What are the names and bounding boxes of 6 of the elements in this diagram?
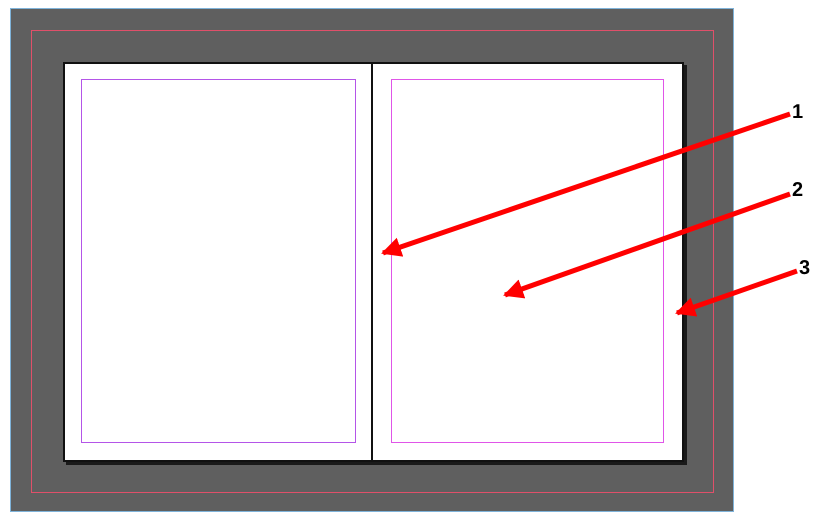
arrow — [503, 192, 791, 298]
callout-number: 3 — [799, 256, 810, 280]
arrow — [381, 112, 791, 257]
arrow — [675, 268, 798, 316]
callout-number: 1 — [792, 100, 804, 124]
callout-number: 2 — [792, 178, 804, 202]
